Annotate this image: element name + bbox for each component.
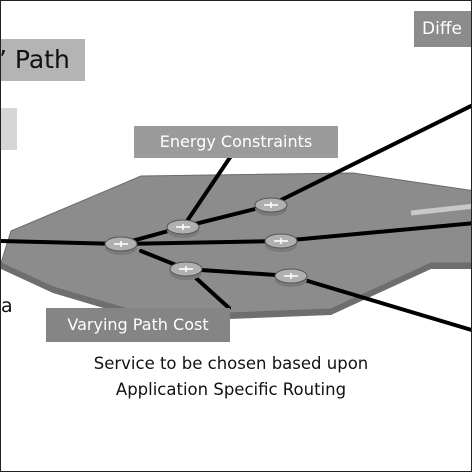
link-r5-to-r6 (184, 267, 293, 278)
link-left-to-r1 (1, 239, 123, 246)
grey-block (1, 108, 17, 150)
link-r3-to-diff (269, 103, 471, 207)
link-grey-right (410, 203, 471, 216)
router-icon (274, 268, 308, 287)
link-r6-to-right (289, 274, 471, 332)
caption-line-1: Service to be chosen based upon (93, 354, 369, 373)
caption-line-2: Application Specific Routing (115, 380, 347, 399)
router-icon (166, 219, 200, 238)
varying-path-cost-label: Varying Path Cost (46, 308, 230, 342)
caption: Service to be chosen based upon Applicat… (1, 351, 461, 403)
router-icon (264, 233, 298, 252)
different-label: Diffe (414, 11, 471, 47)
path-label: ’ Path (1, 39, 85, 81)
link-r1-to-r4 (119, 239, 283, 246)
link-r4-to-right (279, 221, 471, 243)
energy-constraints-label: Energy Constraints (134, 126, 338, 158)
router-icon (254, 197, 288, 216)
left-fragment-text: a (1, 295, 13, 317)
router-icon (104, 236, 138, 255)
link-r2-to-energy (181, 151, 235, 229)
router-icon (169, 261, 203, 280)
network-plane-edge (1, 263, 471, 322)
